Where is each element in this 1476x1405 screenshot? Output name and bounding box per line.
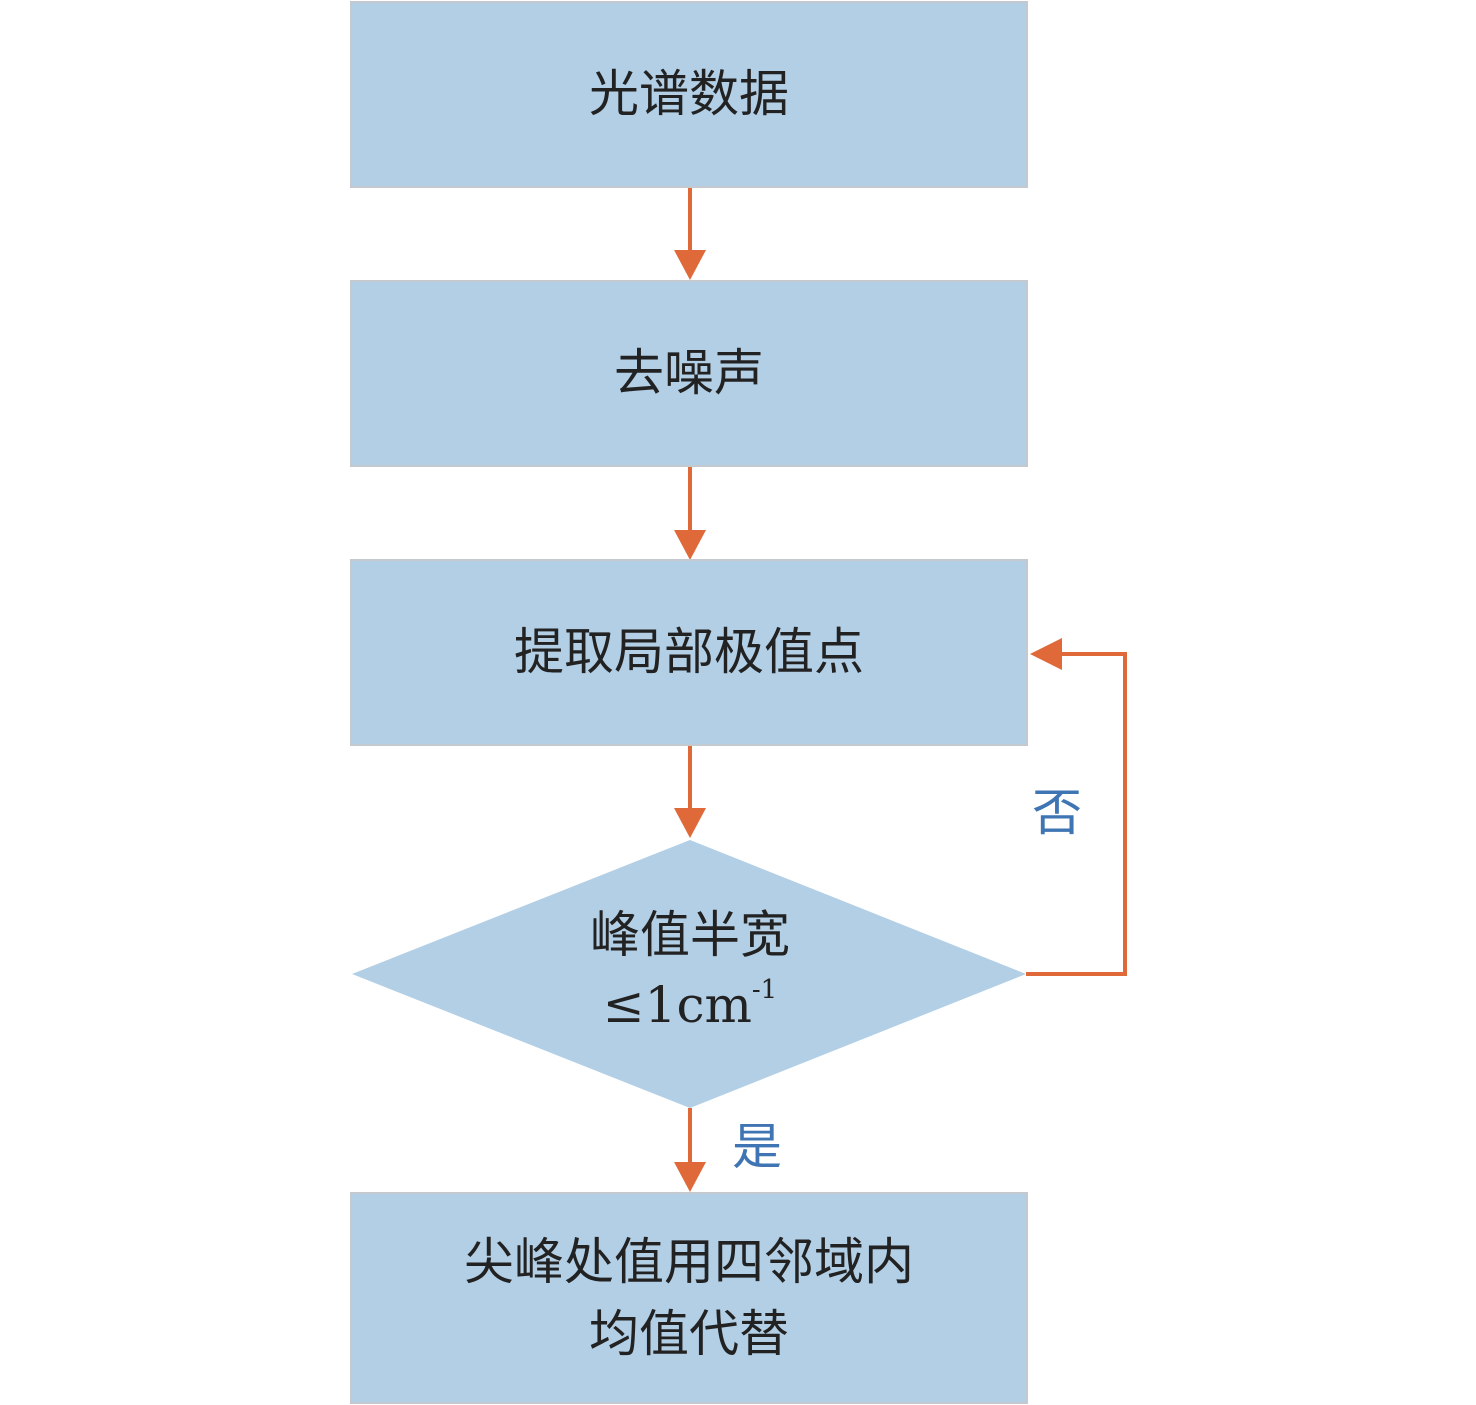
decision-diamond [352, 840, 1026, 1108]
decision-threshold-exponent: -1 [751, 975, 778, 1005]
arrow-head-1 [674, 250, 706, 280]
step-spectral-data: 光谱数据 [350, 1, 1028, 188]
step-denoise: 去噪声 [350, 280, 1028, 467]
step-replace-spike-line1: 尖峰处值用四邻域内 [464, 1232, 914, 1291]
arrow-head-no [1030, 638, 1062, 670]
arrow-shaft-no [1026, 652, 1127, 976]
step-extract-local-extrema-label: 提取局部极值点 [514, 623, 864, 682]
step-replace-spike: 尖峰处值用四邻域内 均值代替 [350, 1192, 1028, 1404]
decision-threshold: ≤1cm [602, 976, 752, 1034]
step-spectral-data-label: 光谱数据 [589, 65, 789, 124]
arrow-head-3 [674, 808, 706, 838]
arrow-head-2 [674, 530, 706, 560]
decision-label-line1: 峰值半宽 [590, 906, 790, 964]
step-denoise-label: 去噪声 [614, 344, 764, 403]
decision-label-line2: ≤1cm-1 [540, 977, 840, 1030]
arrow-head-yes [674, 1162, 706, 1192]
edge-label-no: 否 [1032, 784, 1082, 842]
step-extract-local-extrema: 提取局部极值点 [350, 559, 1028, 746]
step-replace-spike-line2: 均值代替 [589, 1305, 789, 1363]
edge-label-yes: 是 [732, 1118, 782, 1176]
